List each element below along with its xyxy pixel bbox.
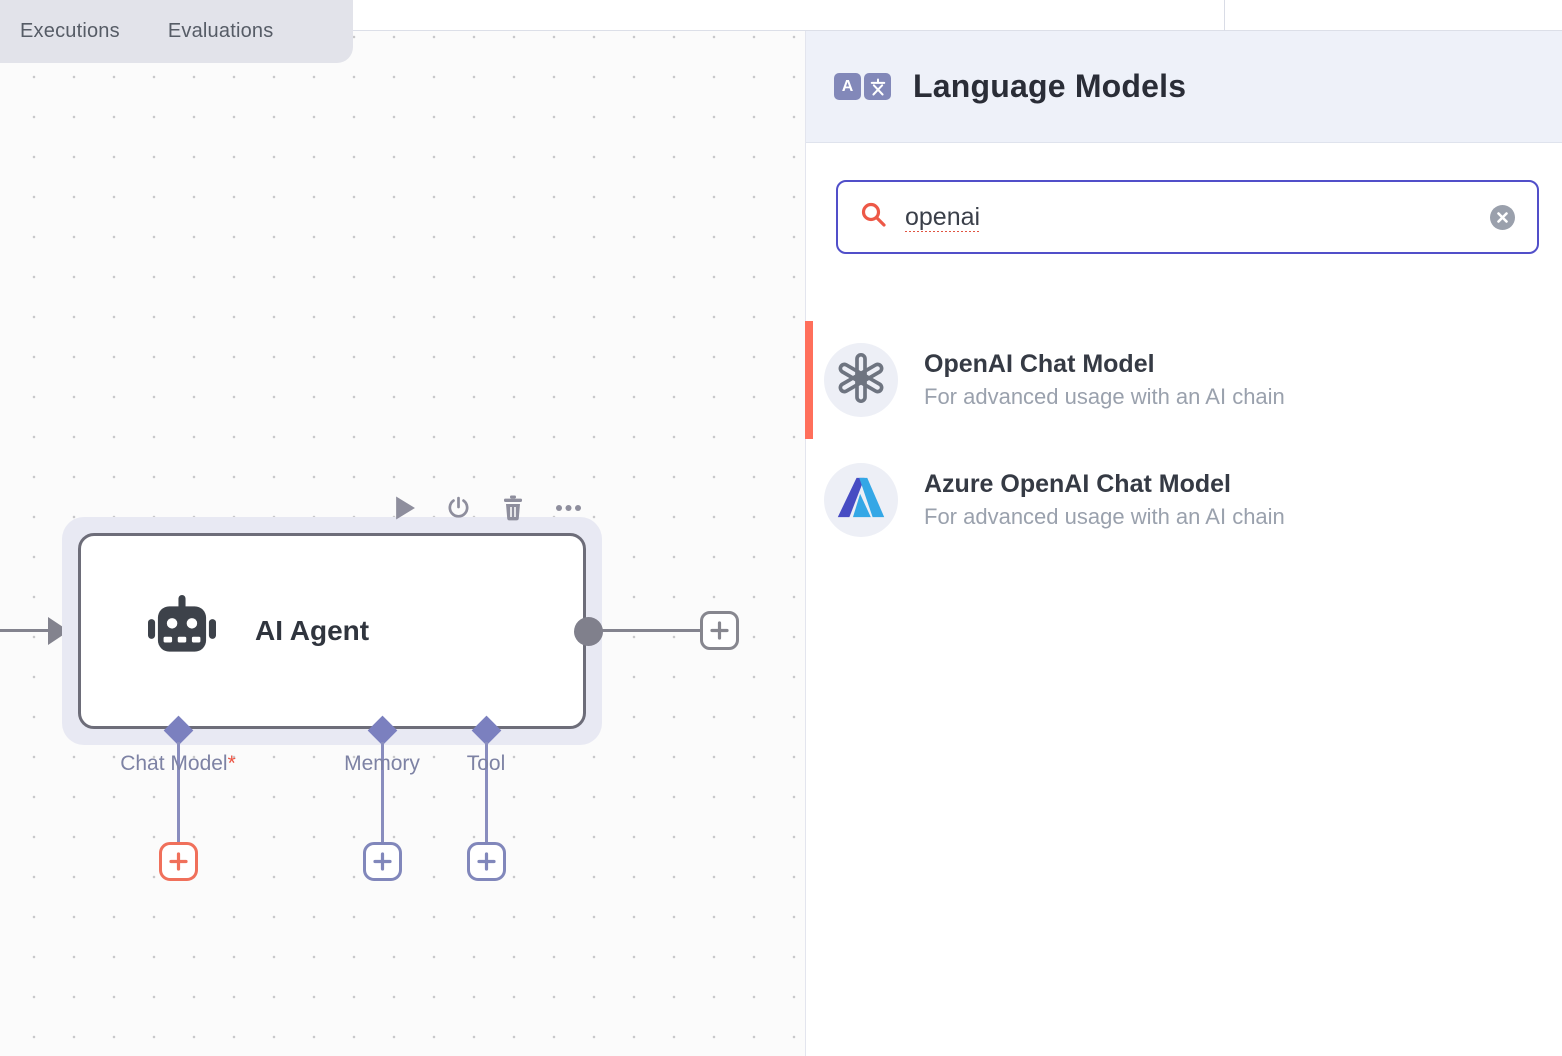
openai-logo-icon [835, 352, 887, 409]
item-title: Azure OpenAI Chat Model [924, 470, 1231, 498]
item-description: For advanced usage with an AI chain [924, 504, 1285, 529]
panel-header: A Language Models [806, 31, 1562, 143]
required-marker: * [227, 752, 236, 775]
tool-label: Tool [466, 752, 506, 775]
list-item-openai-chat-model[interactable]: OpenAI Chat Model For advanced usage wit… [806, 318, 1562, 442]
chat-model-label: Chat Model* [120, 752, 236, 775]
avatar [824, 343, 898, 417]
play-icon[interactable] [393, 495, 416, 521]
add-tool-button[interactable] [467, 842, 506, 881]
input-connection-line [0, 629, 50, 632]
trash-icon[interactable] [501, 495, 525, 521]
memory-stem [381, 742, 384, 843]
power-icon[interactable] [446, 495, 471, 521]
avatar [824, 463, 898, 537]
language-models-panel: A Language Models [805, 31, 1562, 1056]
top-strip-divider [1224, 0, 1225, 31]
add-memory-button[interactable] [363, 842, 402, 881]
tab-executions[interactable]: Executions [20, 20, 120, 42]
ai-agent-node[interactable]: AI Agent [78, 533, 586, 729]
list-item-azure-openai-chat-model[interactable]: Azure OpenAI Chat Model For advanced usa… [806, 438, 1562, 562]
tab-evaluations[interactable]: Evaluations [167, 20, 274, 42]
add-next-node-button[interactable] [700, 611, 739, 650]
panel-title: Language Models [913, 68, 1187, 104]
more-icon[interactable] [555, 495, 582, 521]
robot-icon [145, 594, 219, 668]
azure-logo-icon [836, 475, 886, 525]
memory-label: Memory [344, 752, 420, 775]
item-description: For advanced usage with an AI chain [924, 384, 1285, 409]
search-box [836, 180, 1539, 254]
node-toolbar [393, 495, 582, 521]
clear-icon[interactable] [1490, 204, 1515, 230]
add-chat-model-button[interactable] [159, 842, 198, 881]
search-input[interactable] [905, 202, 1490, 232]
output-port[interactable] [574, 617, 603, 646]
chat-model-stem [177, 742, 180, 843]
search-icon [860, 201, 887, 233]
output-connection-line [601, 629, 701, 632]
editor-tabs-bar: Executions Evaluations [0, 0, 353, 63]
node-title: AI Agent [255, 615, 370, 646]
item-title: OpenAI Chat Model [924, 350, 1155, 378]
tool-stem [485, 742, 488, 843]
translate-icon: A [834, 73, 891, 100]
active-item-indicator [805, 321, 813, 439]
